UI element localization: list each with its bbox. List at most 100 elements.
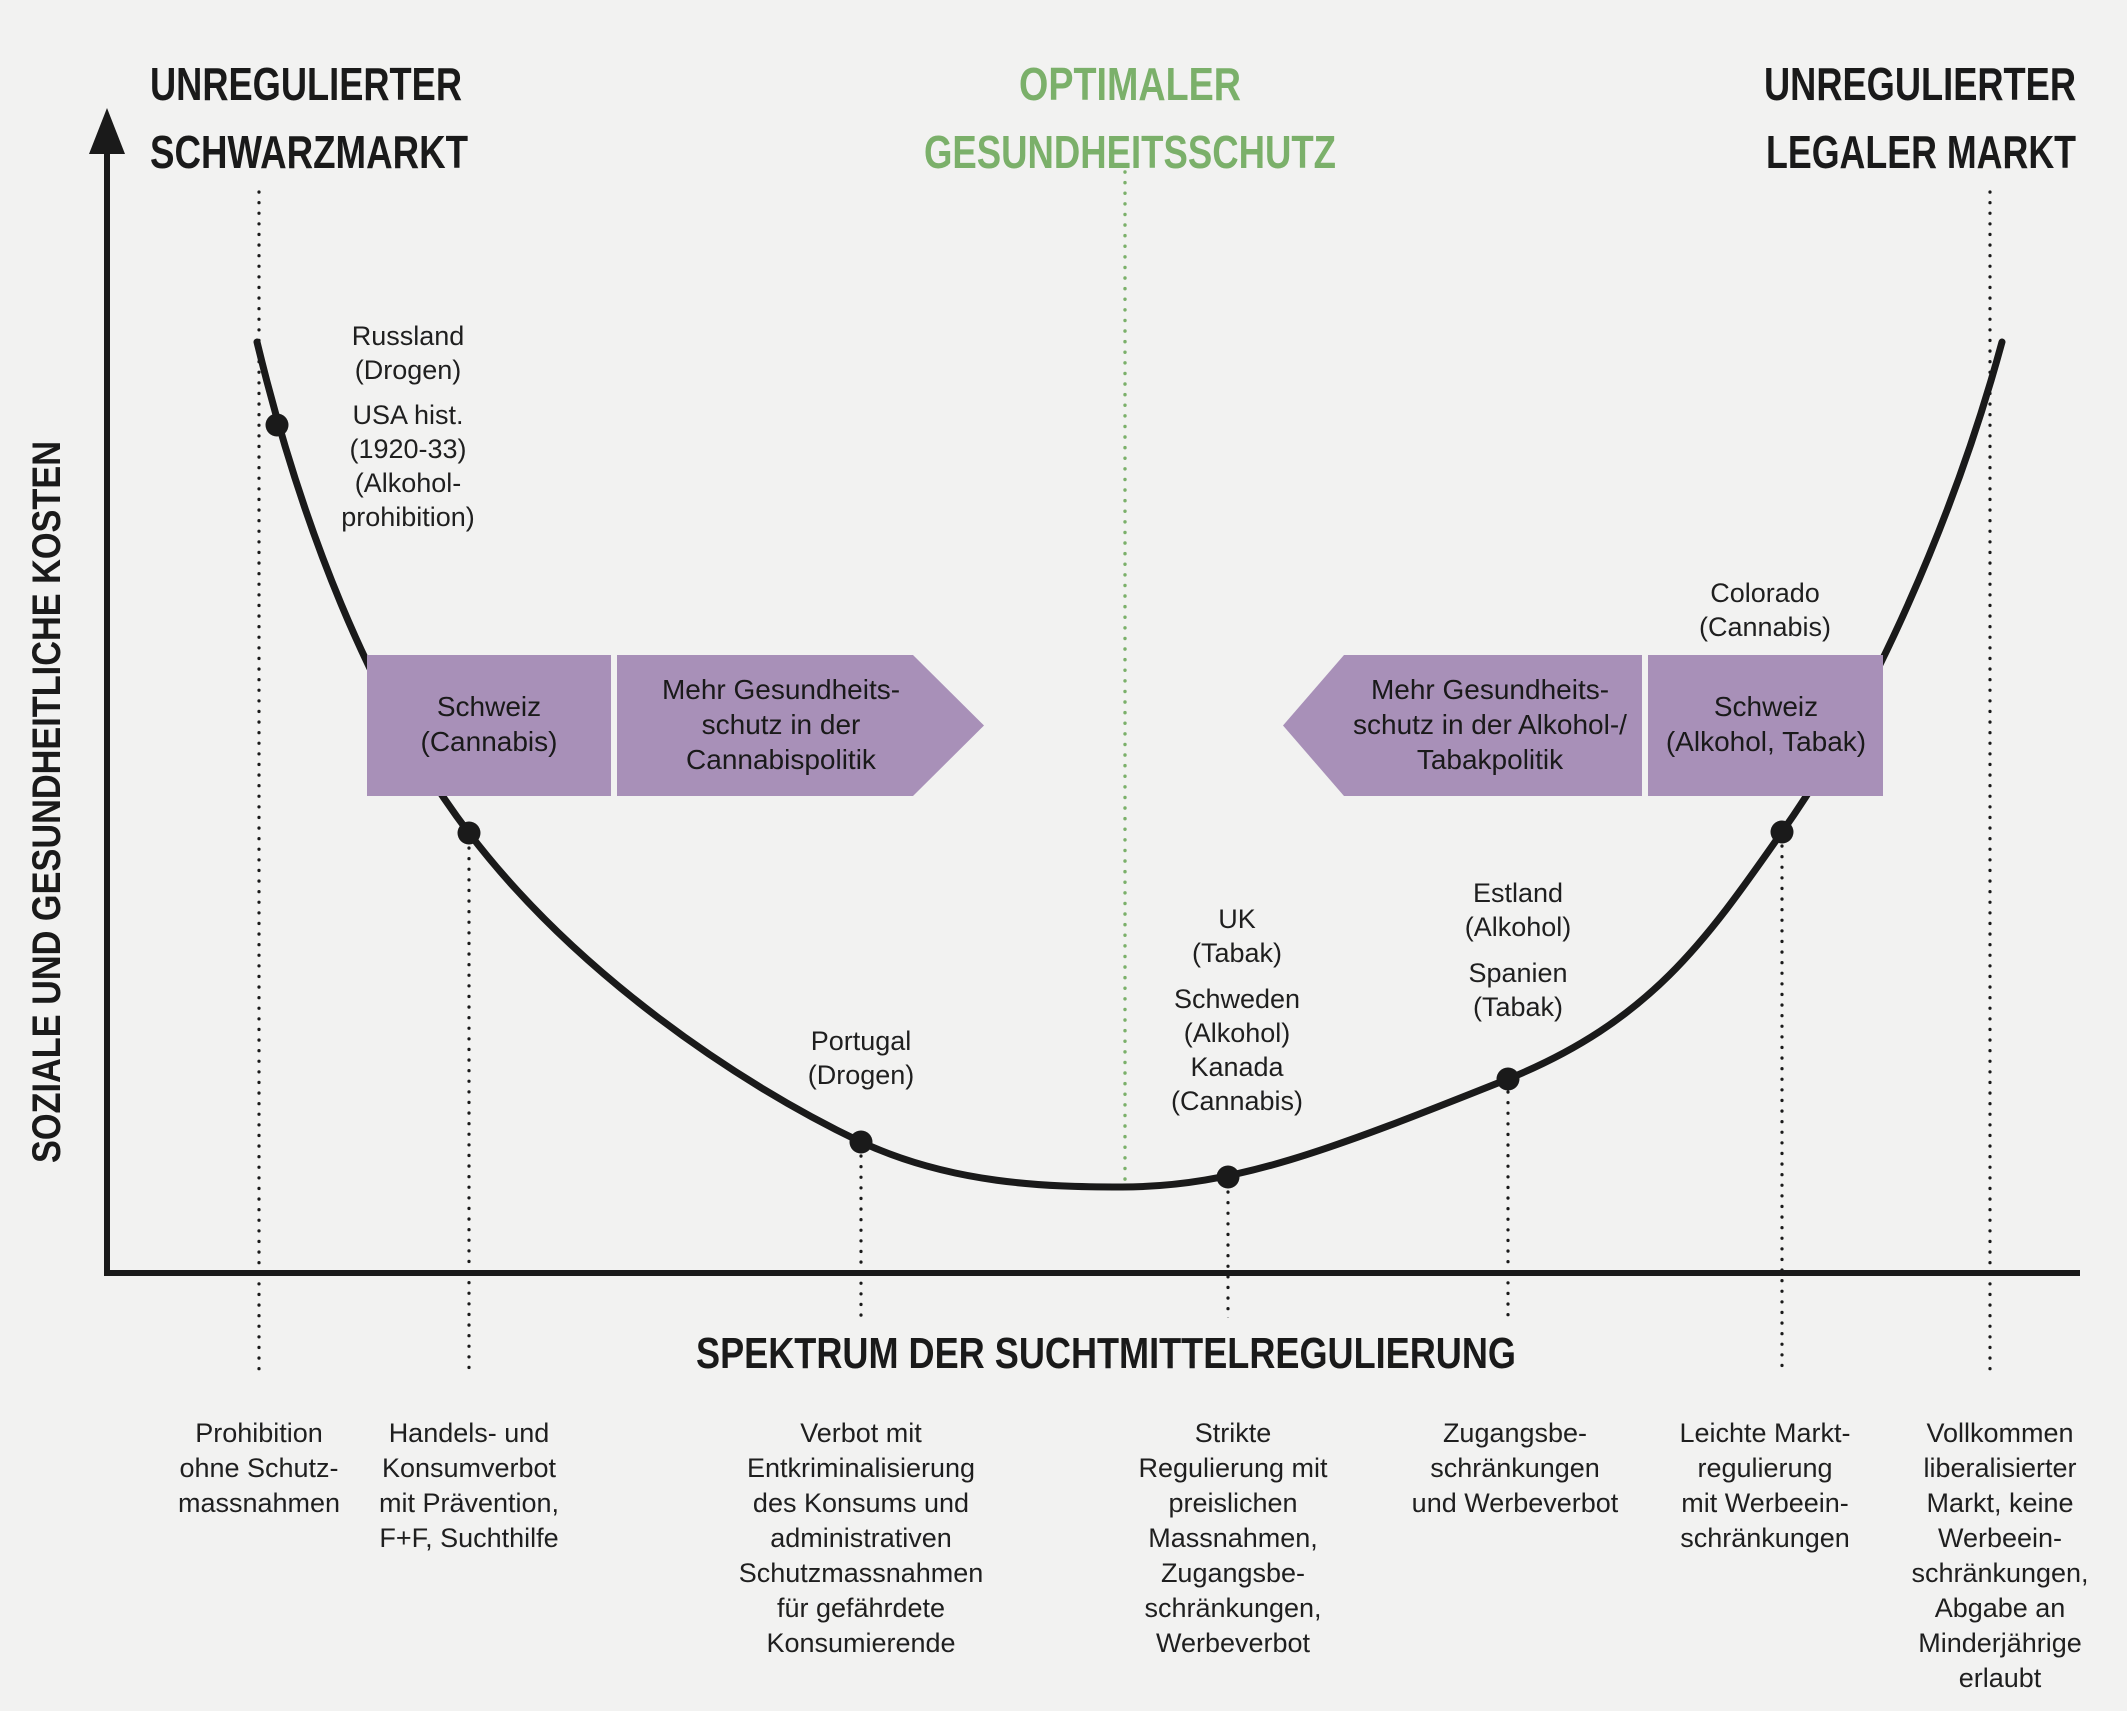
bottom-label-line: massnahmen — [178, 1488, 340, 1518]
annotation-line: prohibition) — [341, 502, 475, 532]
bottom-label-line: mit Prävention, — [379, 1488, 559, 1518]
right-arrow-group: Mehr Gesundheits- schutz in der Alkohol-… — [1283, 655, 1883, 796]
heading-top-right: UNREGULIERTER LEGALER MARKT — [1764, 58, 2076, 178]
data-point-usa-russland — [265, 413, 289, 437]
annotation-line: Colorado — [1710, 578, 1820, 608]
heading-line: UNREGULIERTER — [150, 58, 462, 110]
left-pointing-arrow-icon — [1283, 655, 1642, 796]
annotation-line: USA hist. — [352, 400, 463, 430]
annotation-line: (Drogen) — [355, 355, 462, 385]
bottom-label-line: Entkriminalisierung — [747, 1453, 975, 1483]
bottom-label-handelsverbot: Handels- und Konsumverbot mit Prävention… — [379, 1418, 559, 1553]
heading-top-left: UNREGULIERTER SCHWARZMARKT — [150, 58, 468, 178]
right-arrow-label-line: schutz in der Alkohol-/ — [1353, 709, 1627, 740]
right-arrow-country-box — [1648, 655, 1883, 796]
y-axis-arrowhead-icon — [89, 108, 125, 154]
annotation-line: (Alkohol) — [1184, 1018, 1291, 1048]
bottom-label-line: erlaubt — [1959, 1663, 2042, 1693]
bottom-label-line: für gefährdete — [777, 1593, 945, 1623]
annotation-line: Kanada — [1190, 1052, 1284, 1082]
bottom-label-line: Schutzmassnahmen — [739, 1558, 984, 1588]
bottom-label-line: preislichen — [1168, 1488, 1297, 1518]
bottom-label-line: Leichte Markt- — [1679, 1418, 1850, 1448]
bottom-label-liberalisierter-markt: Vollkommen liberalisierter Markt, keine … — [1911, 1418, 2088, 1693]
heading-line: OPTIMALER — [1019, 58, 1241, 110]
heading-line: SCHWARZMARKT — [150, 126, 468, 178]
annotation-line: Portugal — [811, 1026, 912, 1056]
right-arrow-label-line: Tabakpolitik — [1417, 744, 1564, 775]
heading-line: GESUNDHEITSSCHUTZ — [924, 126, 1336, 178]
annotation-line: (Drogen) — [808, 1060, 915, 1090]
right-box-label-line: (Alkohol, Tabak) — [1666, 726, 1866, 757]
bottom-label-line: schränkungen — [1430, 1453, 1600, 1483]
heading-line: UNREGULIERTER — [1764, 58, 2076, 110]
left-arrow-group: Schweiz (Cannabis) Mehr Gesundheits- sch… — [367, 655, 984, 796]
bottom-label-line: Massnahmen, — [1148, 1523, 1318, 1553]
bottom-label-line: Abgabe an — [1935, 1593, 2066, 1623]
bottom-label-line: ohne Schutz- — [179, 1453, 338, 1483]
right-pointing-arrow-icon — [617, 655, 984, 796]
left-box-label-line: (Cannabis) — [421, 726, 558, 757]
annotation-line: (Cannabis) — [1171, 1086, 1303, 1116]
bottom-label-line: Regulierung mit — [1138, 1453, 1328, 1483]
bottom-label-line: und Werbeverbot — [1412, 1488, 1619, 1518]
annotation-line: (1920-33) — [349, 434, 466, 464]
bottom-label-leichte-marktregulierung: Leichte Markt- regulierung mit Werbeein-… — [1679, 1418, 1850, 1553]
annotation-line: (Cannabis) — [1699, 612, 1831, 642]
left-arrow-label-line: Mehr Gesundheits- — [662, 674, 900, 705]
left-arrow-country-box — [367, 655, 611, 796]
bottom-label-line: regulierung — [1697, 1453, 1832, 1483]
annotation-portugal: Portugal (Drogen) — [808, 1026, 915, 1090]
bottom-label-line: Werbeverbot — [1156, 1628, 1311, 1658]
x-axis-title: SPEKTRUM DER SUCHTMITTELREGULIERUNG — [696, 1329, 1516, 1378]
annotation-line: Estland — [1473, 878, 1563, 908]
bottom-label-line: Konsumverbot — [382, 1453, 557, 1483]
bottom-label-line: Werbeein- — [1938, 1523, 2062, 1553]
annotation-estland-spanien: Estland (Alkohol) Spanien (Tabak) — [1465, 878, 1572, 1022]
bottom-label-line: liberalisierter — [1923, 1453, 2076, 1483]
bottom-label-line: des Konsums und — [753, 1488, 969, 1518]
bottom-label-line: mit Werbeein- — [1681, 1488, 1849, 1518]
annotation-line: Russland — [352, 321, 465, 351]
y-axis-title: SOZIALE UND GESUNDHEITLICHE KOSTEN — [25, 441, 69, 1163]
bottom-label-line: schränkungen, — [1144, 1593, 1321, 1623]
annotation-line: UK — [1218, 904, 1256, 934]
left-box-label-line: Schweiz — [437, 691, 541, 722]
bottom-label-line: Zugangsbe- — [1443, 1418, 1587, 1448]
bottom-label-line: Prohibition — [195, 1418, 323, 1448]
data-point-kanada-group — [1216, 1165, 1240, 1189]
annotation-line: (Tabak) — [1192, 938, 1282, 968]
data-point-schweiz-cannabis — [457, 821, 481, 845]
annotation-line: (Tabak) — [1473, 992, 1563, 1022]
annotation-uk-schweden-kanada: UK (Tabak) Schweden (Alkohol) Kanada (Ca… — [1171, 904, 1303, 1116]
right-box-label-line: Schweiz — [1714, 691, 1818, 722]
bottom-label-line: Vollkommen — [1926, 1418, 2073, 1448]
left-arrow-label-line: Cannabispolitik — [686, 744, 877, 775]
bottom-label-line: Konsumierende — [766, 1628, 955, 1658]
annotation-line: (Alkohol) — [1465, 912, 1572, 942]
data-point-schweiz-alkohol — [1770, 820, 1794, 844]
data-point-estland-group — [1496, 1067, 1520, 1091]
bottom-label-line: schränkungen, — [1911, 1558, 2088, 1588]
bottom-label-line: Verbot mit — [800, 1418, 922, 1448]
data-point-portugal — [849, 1130, 873, 1154]
right-arrow-label-line: Mehr Gesundheits- — [1371, 674, 1609, 705]
bottom-label-line: administrativen — [770, 1523, 952, 1553]
annotation-russland-usa: Russland (Drogen) USA hist. (1920-33) (A… — [341, 321, 475, 532]
bottom-label-line: Minderjährige — [1918, 1628, 2082, 1658]
annotation-line: Schweden — [1174, 984, 1300, 1014]
bottom-label-line: Handels- und — [389, 1418, 550, 1448]
cost-curve — [253, 338, 2006, 1191]
bottom-label-zugangsbeschraenkungen: Zugangsbe- schränkungen und Werbeverbot — [1412, 1418, 1619, 1518]
annotation-colorado: Colorado (Cannabis) — [1699, 578, 1831, 642]
bottom-label-strikte-regulierung: Strikte Regulierung mit preislichen Mass… — [1138, 1418, 1328, 1658]
bottom-label-line: schränkungen — [1680, 1523, 1850, 1553]
bottom-label-prohibition: Prohibition ohne Schutz- massnahmen — [178, 1418, 340, 1518]
bottom-label-line: Markt, keine — [1926, 1488, 2073, 1518]
left-arrow-label-line: schutz in der — [702, 709, 861, 740]
annotation-line: (Alkohol- — [355, 468, 462, 498]
annotation-line: Spanien — [1468, 958, 1567, 988]
